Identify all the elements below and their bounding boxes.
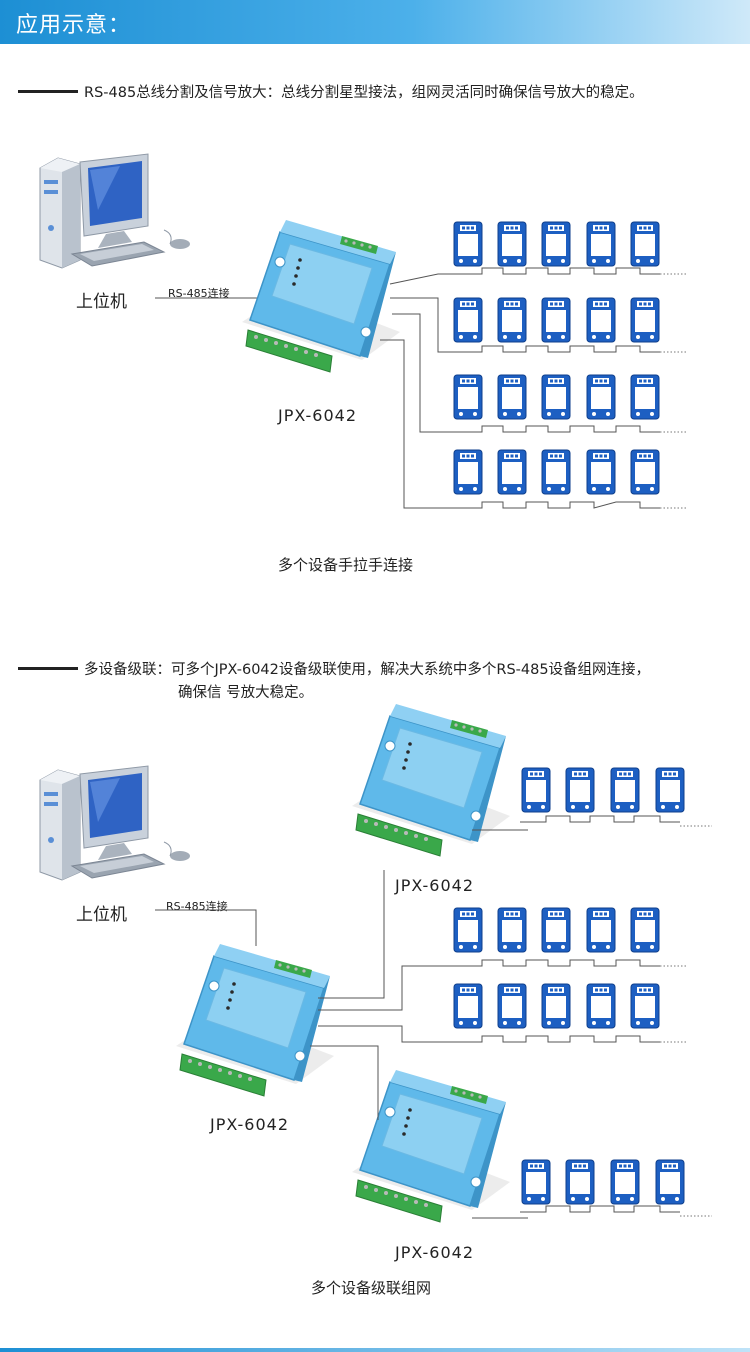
section1-pc-label: 上位机 — [76, 292, 127, 312]
footer-rule — [0, 1348, 750, 1352]
section1-device-model: JPX-6042 — [278, 406, 358, 425]
section1-caption: 多个设备手拉手连接 — [278, 556, 414, 574]
section2-caption: 多个设备级联组网 — [311, 1279, 432, 1297]
header-bar: 应用示意： — [0, 0, 750, 44]
section1-link-label: RS-485连接 — [168, 287, 230, 300]
section2-heading-line2: 确保信 号放大稳定。 — [178, 685, 314, 701]
section2-pc-label: 上位机 — [76, 905, 127, 925]
section2-device-model-main: JPX-6042 — [210, 1115, 290, 1134]
section1-rule — [18, 90, 78, 93]
section1-heading: RS-485总线分割及信号放大：总线分割星型接法，组网灵活同时确保信号放大的稳定… — [84, 85, 644, 101]
section2-device-model-top: JPX-6042 — [395, 876, 475, 895]
page-title: 应用示意： — [16, 13, 132, 38]
section2-heading-line1: 多设备级联：可多个JPX-6042设备级联使用，解决大系统中多个RS-485设备… — [84, 662, 651, 678]
section2-rule — [18, 667, 78, 670]
section2-device-model-bottom: JPX-6042 — [395, 1243, 475, 1262]
